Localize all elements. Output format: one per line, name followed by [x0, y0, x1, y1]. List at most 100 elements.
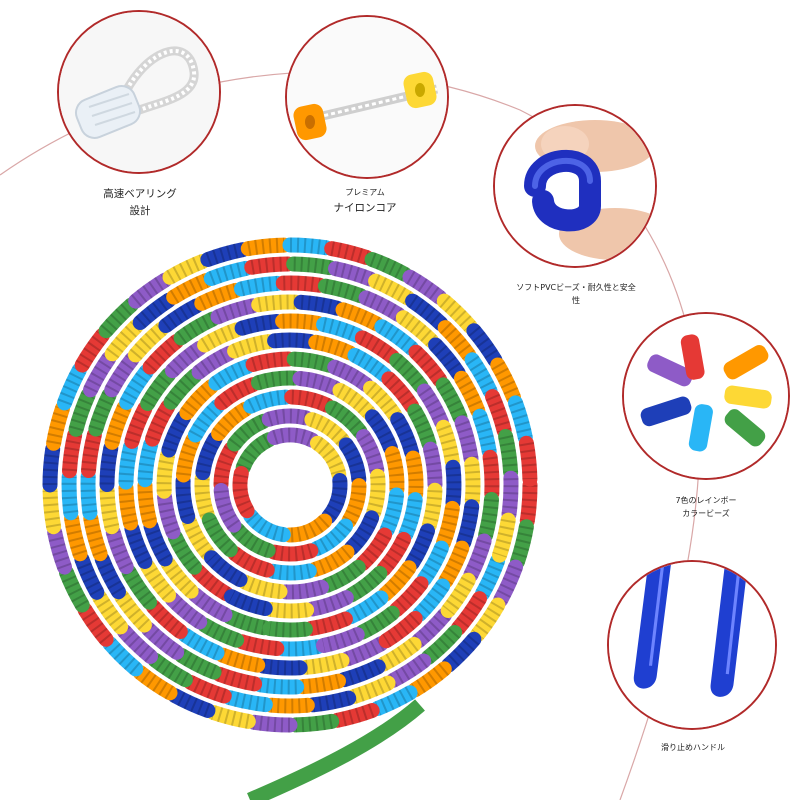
bead-segment: [341, 478, 367, 529]
bead-ridges: [442, 576, 475, 616]
bead-segment: [201, 512, 238, 558]
bead-segment: [244, 256, 296, 275]
feature-handle-line1: 滑り止めハンドル: [661, 743, 725, 752]
bead-segment: [194, 471, 215, 522]
bead-segment: [235, 432, 277, 475]
bead-segment: [234, 275, 285, 297]
bead-ridges: [518, 442, 538, 480]
bearing-cord-loop-icon: [57, 10, 221, 174]
bead-ridges: [382, 612, 421, 648]
bead-segment: [405, 450, 424, 502]
bead-ridges: [244, 510, 285, 543]
bead-segment: [316, 627, 365, 653]
bead-segment: [304, 412, 350, 448]
bead-ridges: [228, 589, 267, 616]
bead-segment: [464, 456, 481, 509]
rainbow-beads-icon: [622, 312, 790, 480]
bead-segment: [99, 482, 120, 535]
bead-segment: [267, 427, 320, 448]
bead-segment: [227, 413, 271, 452]
bead-ridges: [231, 524, 271, 558]
bead-ridges: [213, 489, 241, 530]
bead-ridges: [342, 485, 367, 525]
bead-segment: [42, 483, 62, 535]
bead-segment: [213, 483, 242, 533]
bead-segment: [175, 473, 196, 524]
bead-ridges: [385, 451, 405, 490]
bead-ridges: [309, 412, 349, 446]
bead-ridges: [336, 383, 375, 418]
bead-segment: [440, 572, 476, 618]
bead-segment: [204, 550, 248, 588]
bead-segment: [282, 513, 333, 543]
bead-segment: [275, 639, 326, 657]
bead-segment: [245, 351, 296, 372]
feature-rainbow-line2: カラービーズ: [682, 508, 730, 518]
bead-segment: [61, 469, 79, 521]
bead-segments: [42, 237, 538, 800]
bead-segment: [266, 543, 319, 562]
bead-ridges: [324, 561, 363, 593]
bead-segment: [293, 294, 345, 316]
bead-segment: [262, 621, 313, 638]
bead-segment: [501, 470, 519, 522]
bead-segment: [42, 441, 61, 493]
bead-ridges: [217, 377, 256, 409]
bead-segment: [224, 589, 273, 616]
bead-segment: [384, 446, 405, 497]
bead-ridges: [202, 516, 236, 556]
bead-ridges: [188, 400, 223, 439]
bead-ridges: [272, 427, 316, 447]
bead-segment: [482, 449, 500, 502]
feature-nylon-line2: ナイロンコア: [333, 201, 397, 214]
bead-segment: [232, 466, 255, 519]
bead-segment: [263, 697, 315, 714]
bead-segment: [265, 563, 317, 581]
bead-ridges: [242, 575, 281, 599]
bead-segment: [251, 370, 302, 391]
bead-segment: [378, 611, 423, 649]
bead-ridges: [228, 414, 267, 449]
bead-ridges: [205, 552, 244, 587]
feature-pvc-line1: ソフトPVCビーズ・耐久性と安全: [516, 283, 636, 292]
bead-segment: [62, 427, 83, 479]
bead-ridges: [213, 445, 238, 485]
bead-segment: [278, 579, 329, 600]
feature-bearing-line2: 設計: [129, 204, 151, 217]
bead-segment: [99, 440, 119, 492]
bead-segment: [252, 677, 305, 695]
bead-segment: [251, 294, 303, 313]
bead-segment: [309, 518, 353, 557]
bead-segment: [366, 468, 386, 520]
bead-segment: [492, 512, 516, 563]
bead-ridges: [272, 543, 314, 562]
bead-segment: [518, 435, 538, 487]
anti-slip-handle-icon: [607, 560, 777, 730]
bead-ridges: [285, 580, 324, 600]
bead-segment: [321, 473, 348, 524]
bead-segment: [256, 658, 308, 676]
bead-ridges: [339, 440, 367, 481]
feature-bearing-line1: 高速ベアリング: [103, 188, 177, 200]
feature-rainbow-line1: 7色のレインボー: [675, 496, 737, 505]
feature-nylon-line1: プレミアム: [345, 188, 385, 197]
bead-ridges: [366, 412, 398, 451]
bead-ridges: [321, 627, 361, 653]
bead-segment: [263, 602, 315, 619]
bead-ridges: [357, 531, 392, 570]
bead-ridges: [236, 433, 273, 471]
bead-segment: [267, 332, 318, 349]
soft-bead-pinch-icon: [493, 104, 657, 268]
bead-ridges: [256, 370, 295, 390]
bead-segment: [423, 441, 443, 492]
bead-ridges: [176, 437, 200, 476]
bead-segment: [246, 714, 298, 733]
bead-segment: [275, 275, 328, 293]
bead-segment: [137, 478, 157, 529]
rope-tail: [247, 699, 425, 800]
bead-segment: [230, 522, 276, 558]
bead-ridges: [289, 515, 330, 543]
bead-ridges: [380, 494, 404, 533]
